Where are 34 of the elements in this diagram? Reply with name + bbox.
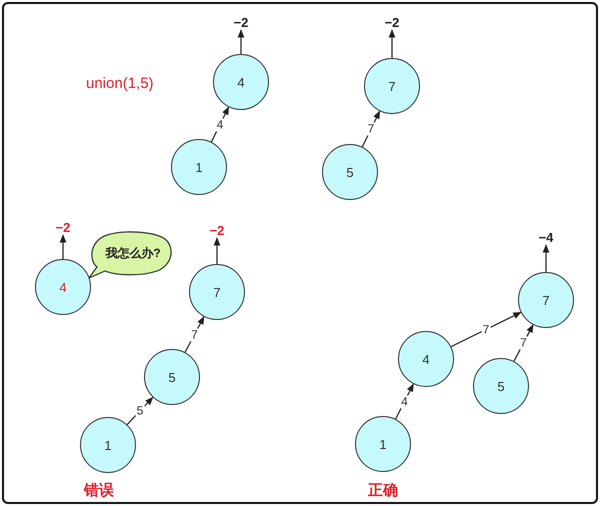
tree-node-circle: 4 bbox=[398, 331, 454, 387]
edge-label: 4 bbox=[400, 395, 409, 408]
arrow bbox=[238, 29, 244, 54]
arrow bbox=[542, 244, 550, 272]
root-weight-label: −2 bbox=[230, 14, 252, 30]
arrow bbox=[388, 29, 396, 58]
root-weight-label: −2 bbox=[381, 14, 403, 30]
arrow bbox=[60, 234, 66, 259]
verdict-label: 正确 bbox=[368, 481, 398, 500]
tree-node-circle: 7 bbox=[364, 58, 420, 114]
edge-label: 7 bbox=[519, 336, 528, 350]
root-weight-label: −2 bbox=[52, 219, 74, 235]
tree-node-circle: 5 bbox=[322, 144, 378, 200]
edge-label: 7 bbox=[366, 122, 376, 136]
root-weight-label: −4 bbox=[535, 229, 557, 245]
arrow bbox=[450, 312, 522, 348]
tree-node-circle: 7 bbox=[518, 272, 574, 328]
tree-node-circle: 1 bbox=[355, 416, 411, 472]
tree-node-circle: 5 bbox=[144, 349, 200, 405]
arrow bbox=[214, 237, 220, 264]
tree-node-circle: 7 bbox=[189, 264, 245, 320]
tree-node-circle: 4 bbox=[35, 259, 91, 315]
root-weight-label: −2 bbox=[206, 222, 228, 238]
edge-label: 7 bbox=[190, 328, 199, 341]
operation-label: union(1,5) bbox=[86, 75, 154, 92]
tree-node-circle: 4 bbox=[213, 54, 269, 110]
tree-node-circle: 1 bbox=[171, 139, 227, 195]
edge-label: 4 bbox=[216, 118, 224, 131]
verdict-label: 错误 bbox=[84, 481, 114, 500]
edge-label: 5 bbox=[136, 404, 144, 418]
speech-bubble: 我怎么办? bbox=[87, 231, 173, 279]
tree-node-circle: 1 bbox=[80, 417, 136, 473]
tree-node-circle: 5 bbox=[473, 358, 529, 414]
edge-label: 7 bbox=[482, 323, 490, 336]
